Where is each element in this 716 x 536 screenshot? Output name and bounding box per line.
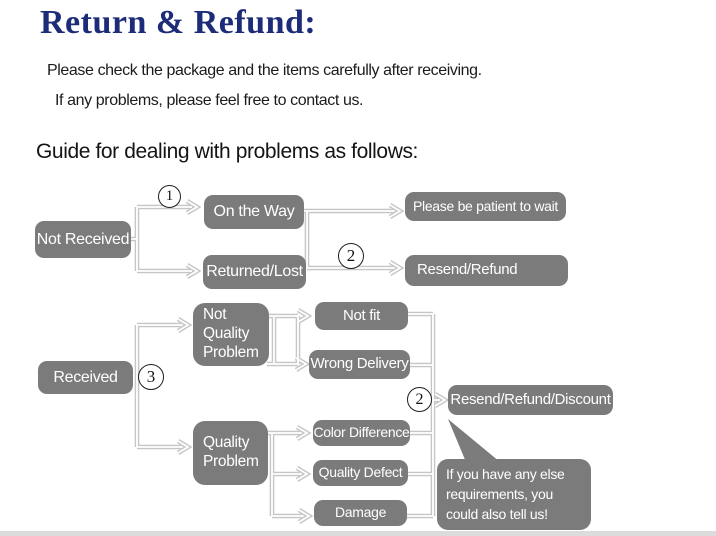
subtitle-line-2: If any problems, please feel free to con…: [55, 92, 364, 109]
step-marker-1: 1: [158, 185, 181, 208]
node-received: Received: [38, 361, 133, 394]
node-damage: Damage: [314, 500, 407, 526]
subtitle-line-1: Please check the package and the items c…: [47, 62, 482, 79]
node-quality-problem: Quality Problem: [193, 421, 268, 485]
node-not-received: Not Received: [35, 221, 131, 258]
node-returned-lost: Returned/Lost: [203, 255, 306, 289]
node-not-fit: Not fit: [315, 302, 408, 330]
node-not-quality-problem: Not Quality Problem: [193, 303, 269, 366]
step-marker-2b: 2: [407, 387, 432, 412]
node-wrong-delivery: Wrong Delivery: [309, 350, 410, 379]
node-color-difference: Color Difference: [313, 420, 410, 446]
note-speech-bubble: If you have any else requirements, you c…: [437, 459, 591, 530]
guide-heading: Guide for dealing with problems as follo…: [36, 140, 418, 163]
node-resend-refund: Resend/Refund: [405, 255, 568, 286]
node-please-be-patient: Please be patient to wait: [405, 192, 566, 221]
node-resend-refund-discount: Resend/Refund/Discount: [448, 385, 613, 415]
page-title: Return & Refund:: [40, 4, 317, 41]
step-marker-3: 3: [138, 364, 164, 390]
bottom-edge-artifact: [0, 531, 716, 536]
step-marker-2: 2: [338, 243, 364, 269]
node-quality-defect: Quality Defect: [313, 460, 408, 486]
speech-bubble-tail: [448, 419, 500, 462]
node-on-the-way: On the Way: [204, 195, 304, 229]
